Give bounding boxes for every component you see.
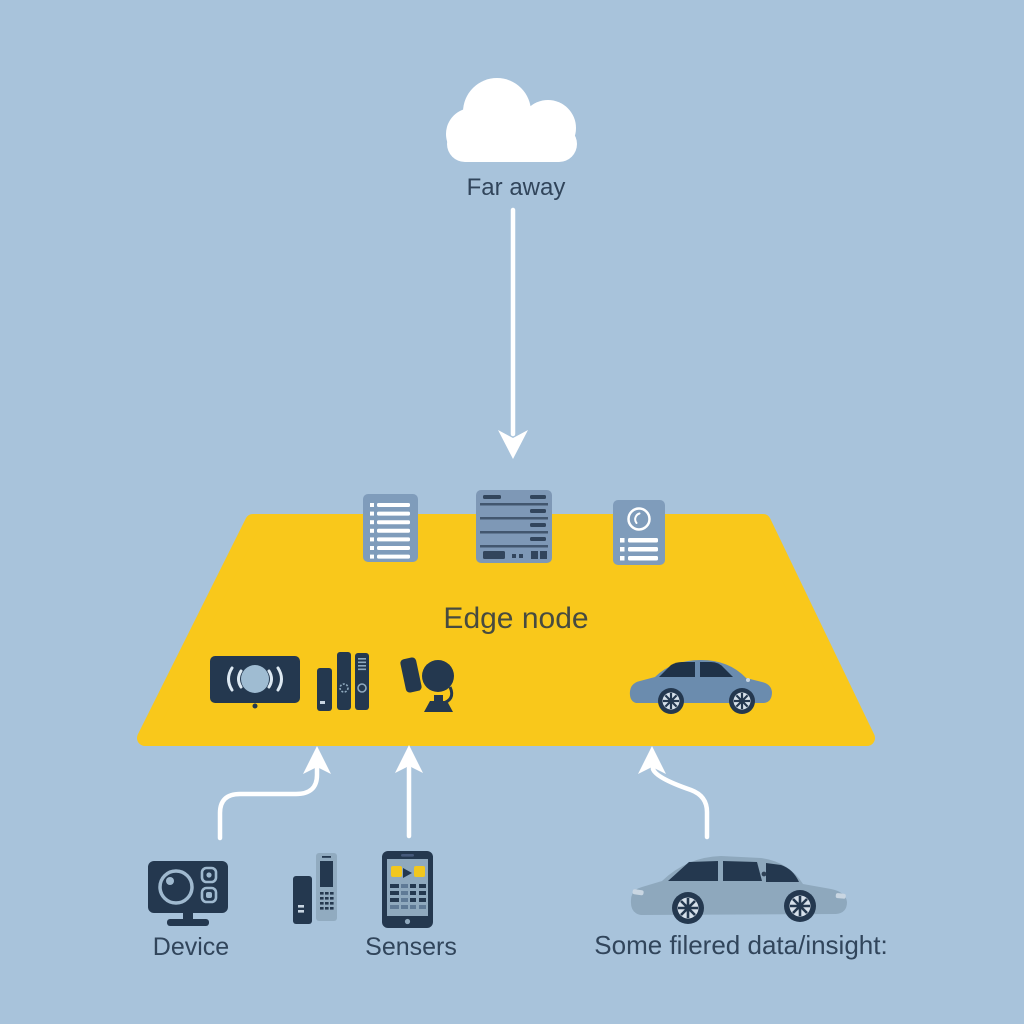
output-data-label: Some filered data/insight: xyxy=(594,930,888,960)
document-clock-icon xyxy=(613,500,665,565)
edge-car-icon xyxy=(629,660,772,714)
tablet-icon xyxy=(382,851,433,928)
up-arrow-left xyxy=(217,746,331,841)
far-away-label: Far away xyxy=(466,174,566,201)
monitor-icon xyxy=(148,861,228,926)
camera-icon xyxy=(400,657,454,712)
phone-towers-icon xyxy=(293,853,337,924)
up-arrow-right xyxy=(638,746,710,840)
up-arrow-middle xyxy=(395,745,423,839)
output-car-icon xyxy=(630,856,847,924)
display-sensor-icon xyxy=(210,656,300,709)
wheel xyxy=(784,890,816,922)
device-label: Device xyxy=(152,933,230,961)
server-icon xyxy=(476,490,552,563)
wheel xyxy=(729,688,755,714)
sensors-label: Sensers xyxy=(365,933,457,961)
media-towers-icon xyxy=(317,652,369,711)
wheel xyxy=(658,688,684,714)
document-list-icon xyxy=(363,494,418,562)
wheel xyxy=(672,892,704,924)
edge-node-label: Edge node xyxy=(443,602,589,635)
cloud-icon xyxy=(446,78,577,162)
cloud-down-arrow xyxy=(498,207,528,459)
